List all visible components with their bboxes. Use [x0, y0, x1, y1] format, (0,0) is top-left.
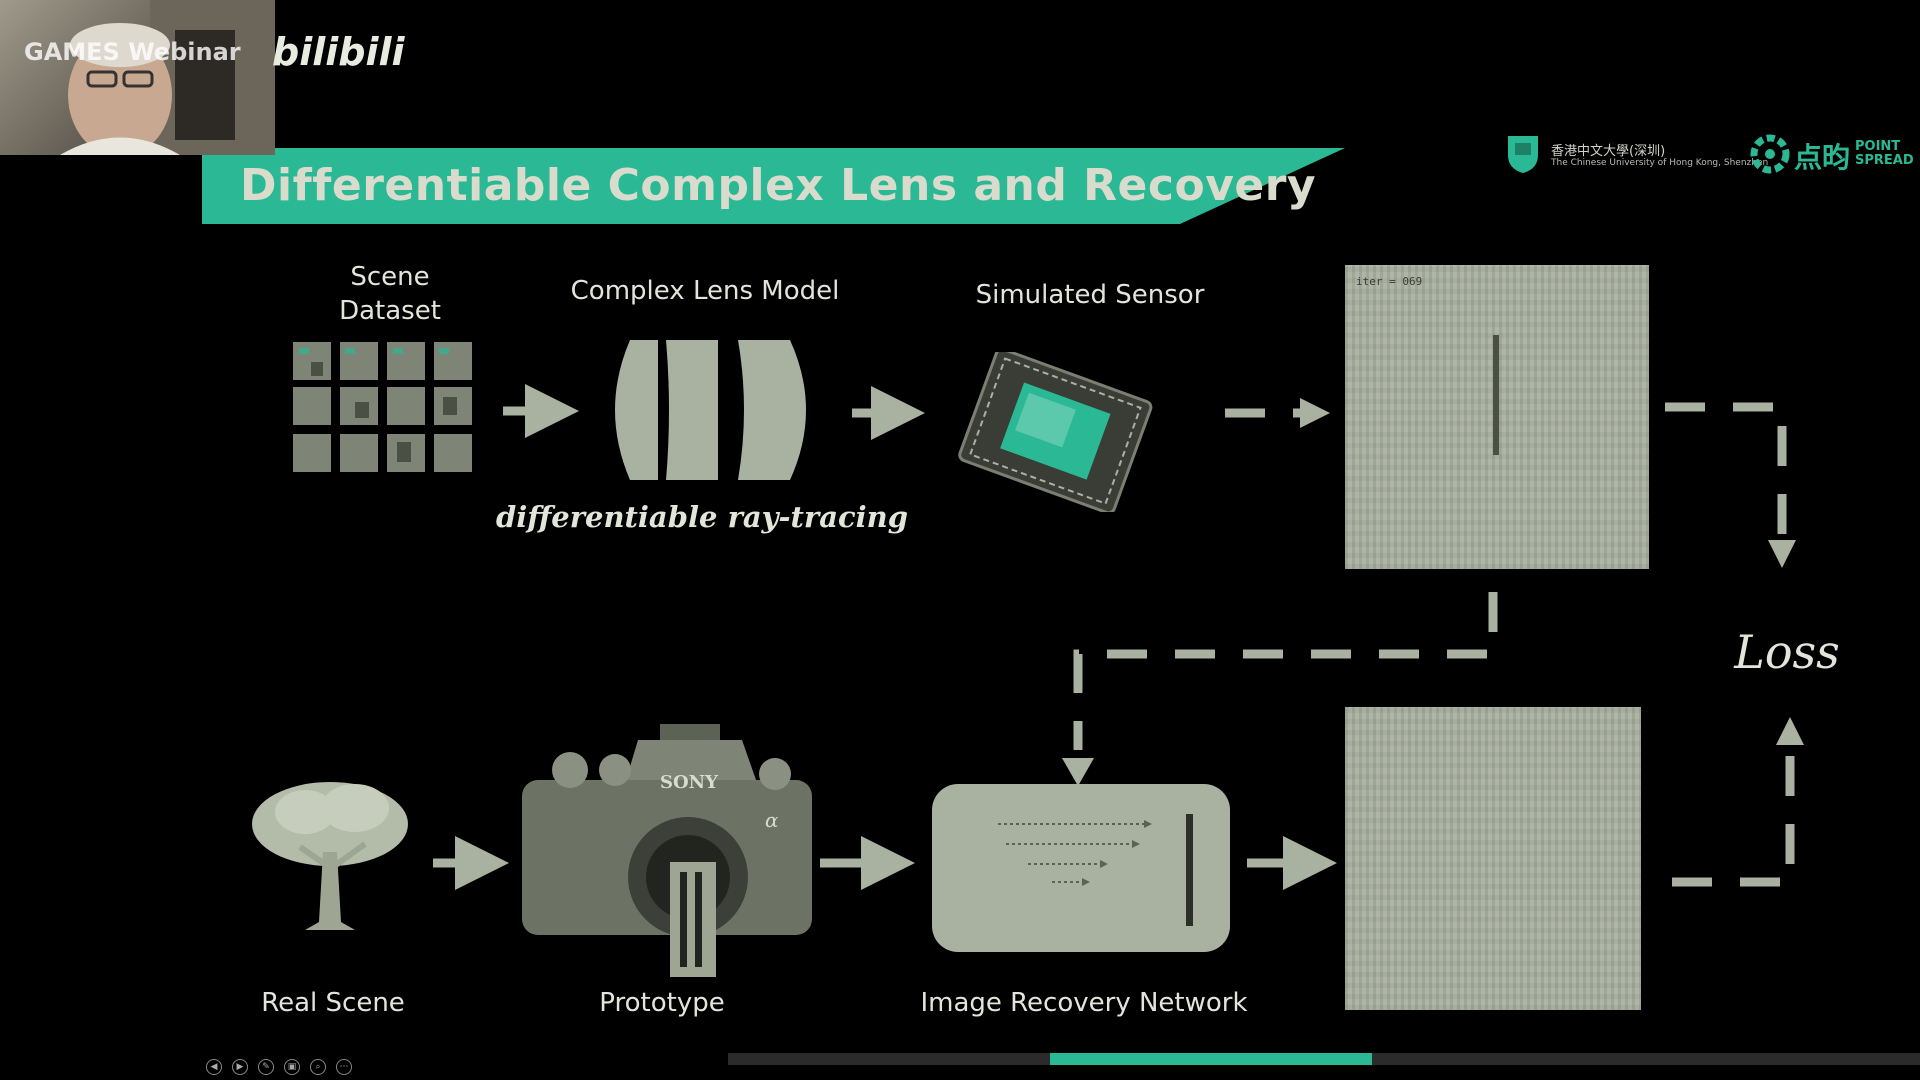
more-icon[interactable]: ⋯	[336, 1059, 352, 1075]
simulated-capture-image: iter = 069	[1345, 265, 1649, 569]
scene-dataset-label-2: Dataset	[339, 296, 441, 326]
title-banner	[202, 148, 1345, 224]
arrowhead-loss-bottom	[1776, 717, 1804, 745]
complex-lens-icon	[615, 340, 806, 480]
presenter-avatar	[60, 0, 275, 155]
loss-label: Loss	[1734, 625, 1840, 679]
iteration-label: iter = 069	[1356, 275, 1423, 288]
image-recovery-network-label: Image Recovery Network	[920, 988, 1248, 1018]
scene-dataset-grid	[293, 342, 472, 472]
simulated-sensor-label: Simulated Sensor	[975, 280, 1205, 310]
capture-streak	[1493, 335, 1499, 455]
recovered-image	[1345, 707, 1641, 1010]
arrowhead-loss-top	[1768, 540, 1796, 568]
slide-progress-fill	[1049, 1053, 1372, 1065]
webcam-video: GAMES Webinar	[0, 0, 275, 155]
tree-icon	[252, 782, 408, 930]
pointspread-en-line-1: POINT	[1855, 139, 1901, 154]
webcam-overlay-label: GAMES Webinar	[24, 38, 241, 66]
recovery-network-block	[932, 784, 1230, 952]
prev-icon[interactable]: ◀	[206, 1059, 222, 1075]
bilibili-logo: bilibili	[272, 30, 405, 74]
zoom-icon[interactable]: ⌕	[310, 1059, 326, 1075]
camera-brand-label: SONY	[660, 772, 718, 793]
arrow-output-to-loss	[1672, 745, 1795, 887]
ray-tracing-caption: differentiable ray-tracing	[495, 500, 909, 534]
pen-icon[interactable]: ✎	[258, 1059, 274, 1075]
arrowhead-capture	[1300, 398, 1330, 428]
pointspread-en-line-2: SPREAD	[1855, 153, 1914, 168]
sensor-chip-icon	[958, 352, 1153, 512]
prototype-label: Prototype	[599, 988, 725, 1018]
pointspread-logo-icon	[1750, 134, 1790, 174]
pointspread-name-en: POINT SPREAD	[1855, 140, 1914, 168]
screen-icon[interactable]: ▣	[284, 1059, 300, 1075]
lens-model-label: Complex Lens Model	[570, 276, 840, 306]
slide-progress-bar[interactable]	[728, 1053, 1920, 1065]
cuhk-crest-icon	[1508, 136, 1538, 173]
scene-dataset-label-1: Scene	[350, 262, 430, 292]
camera-prototype-icon	[522, 724, 812, 977]
arrowhead-network	[1062, 758, 1094, 786]
real-scene-label: Real Scene	[261, 988, 405, 1018]
slide-title: Differentiable Complex Lens and Recovery	[240, 160, 1317, 211]
cuhk-name-en: The Chinese University of Hong Kong, She…	[1551, 158, 1769, 168]
cuhk-name-cn: 香港中文大學(深圳)	[1551, 144, 1666, 159]
pointspread-name-cn: 点昀	[1794, 141, 1851, 174]
arrow-capture-to-loss	[1665, 402, 1787, 540]
network-diagram-icon	[998, 814, 1193, 926]
camera-model-label: α	[765, 808, 779, 832]
next-icon[interactable]: ▶	[232, 1059, 248, 1075]
